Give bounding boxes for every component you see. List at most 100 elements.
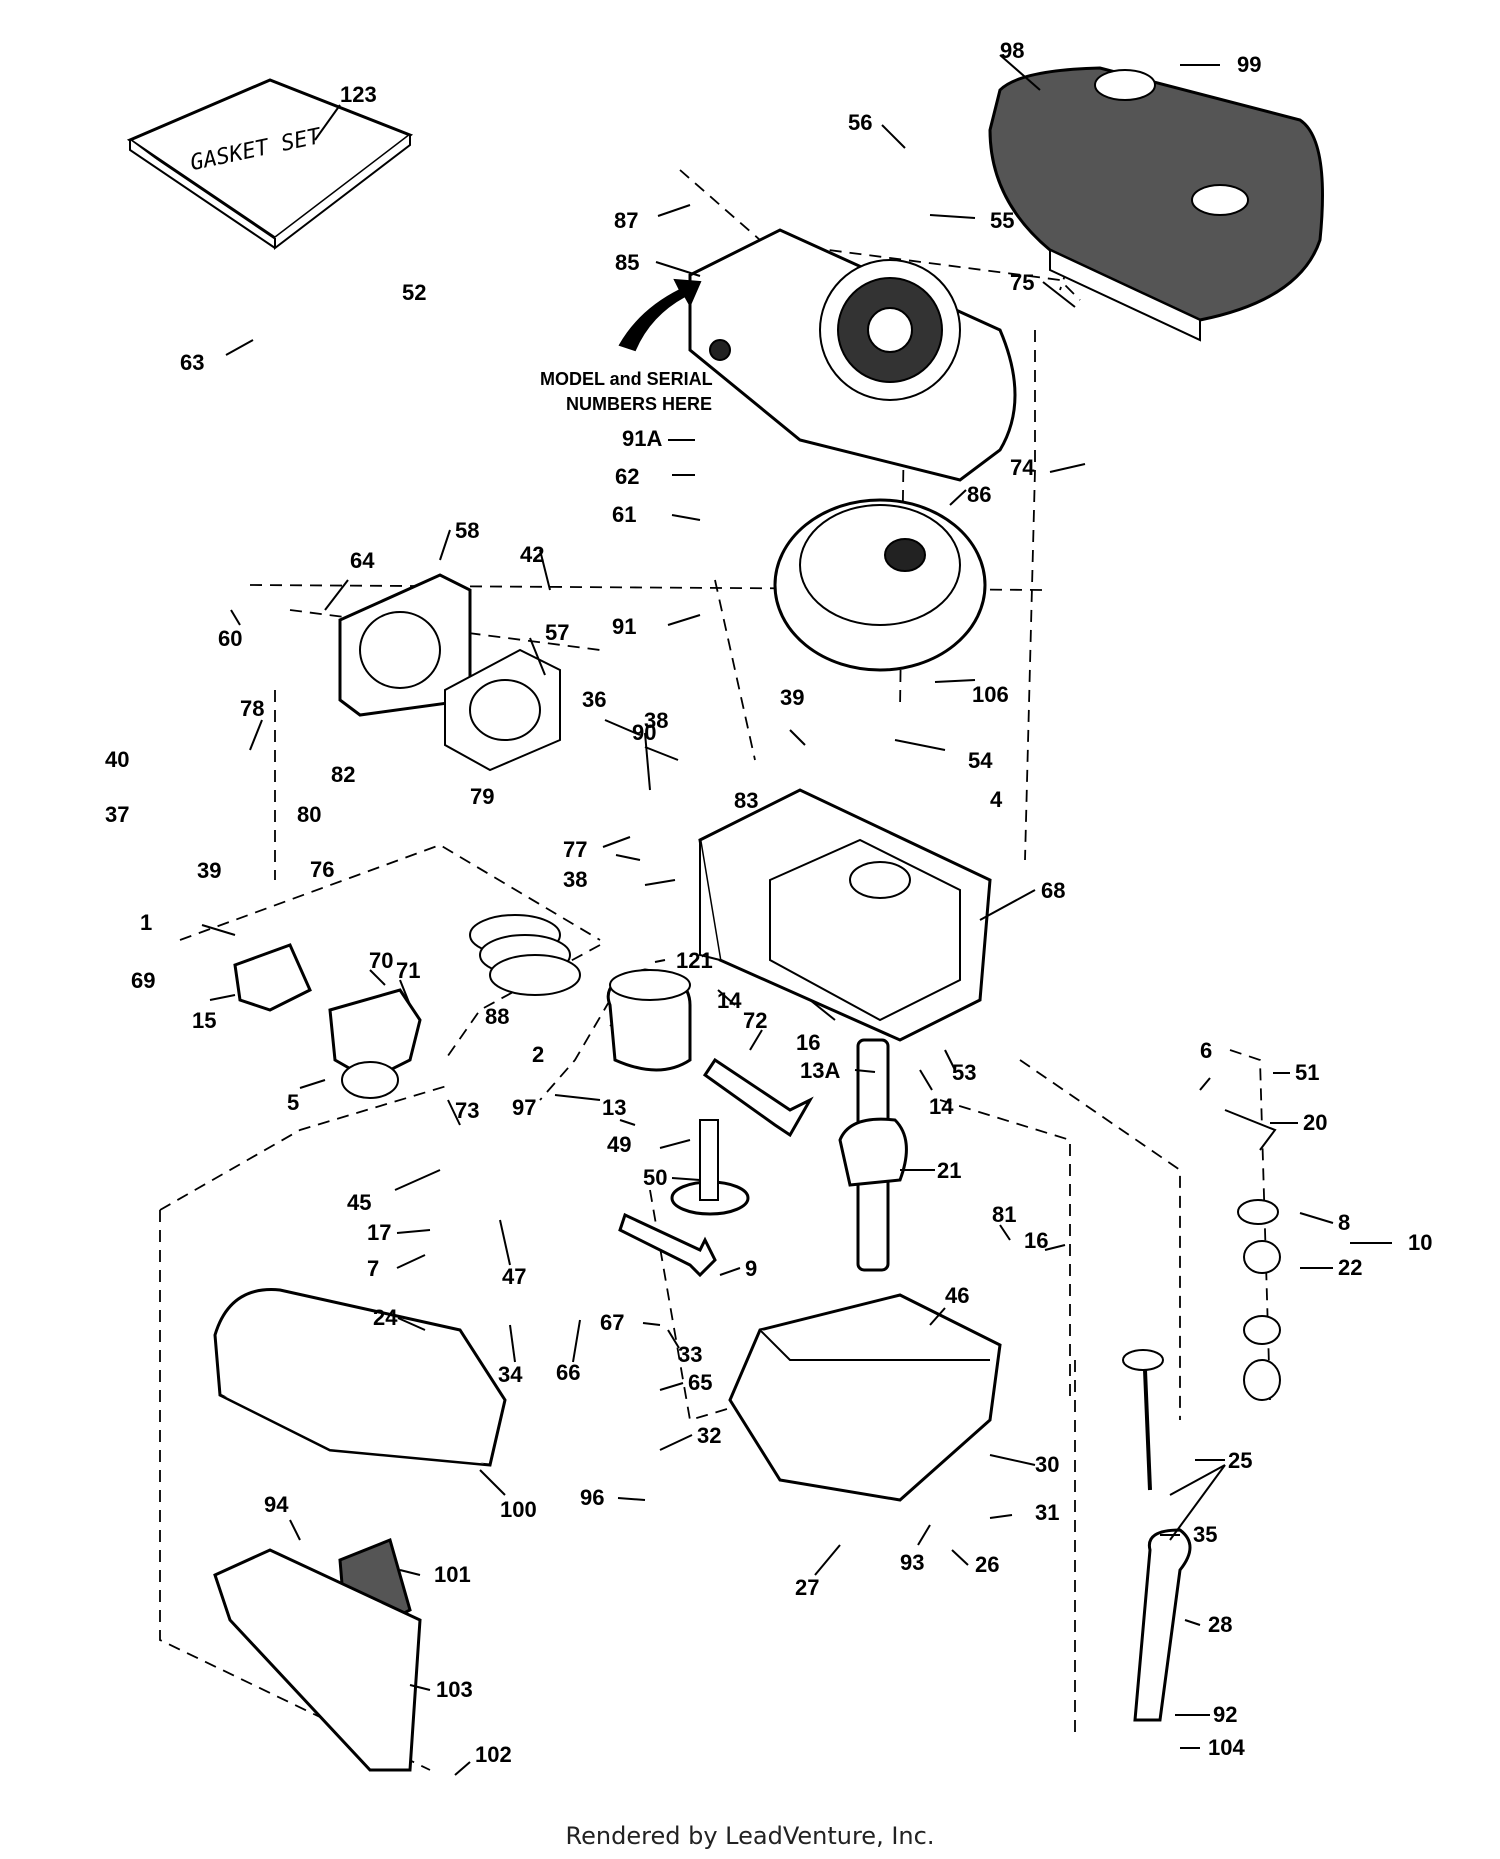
- assembly-guide-lines: [159, 169, 1271, 1771]
- part-label: 74: [1010, 455, 1035, 480]
- part-label: 45: [347, 1190, 371, 1215]
- part-label: 68: [1041, 878, 1065, 903]
- part-label: 86: [967, 482, 991, 507]
- part-label: 36: [582, 687, 606, 712]
- part-label: 75: [1010, 270, 1034, 295]
- part-label: 16: [1024, 1228, 1048, 1253]
- part-label: 20: [1303, 1110, 1327, 1135]
- part-label: 49: [607, 1132, 631, 1157]
- part-label: 103: [436, 1677, 473, 1702]
- part-label: 38: [563, 867, 587, 892]
- part-label: 26: [975, 1552, 999, 1577]
- part-labels: 123 98 99 56 55 87 85 75 52 63 74 91A 62…: [105, 38, 1432, 1767]
- part-label: 15: [192, 1008, 216, 1033]
- part-label: 16: [796, 1030, 820, 1055]
- part-label: 37: [105, 802, 129, 827]
- part-label: 60: [218, 626, 242, 651]
- part-label: 94: [264, 1492, 289, 1517]
- part-label: 91A: [622, 426, 662, 451]
- model-serial-note-line-2: NUMBERS HERE: [566, 394, 712, 414]
- part-label: 71: [396, 958, 420, 983]
- part-label: 56: [848, 110, 872, 135]
- part-label: 70: [369, 948, 393, 973]
- part-label: 13: [602, 1095, 626, 1120]
- part-label: 2: [532, 1042, 544, 1067]
- part-label: 85: [615, 250, 639, 275]
- part-label: 8: [1338, 1210, 1350, 1235]
- part-label: 61: [612, 502, 636, 527]
- part-label: 82: [331, 762, 355, 787]
- part-label: 21: [937, 1158, 961, 1183]
- part-label: 98: [1000, 38, 1024, 63]
- part-label: 57: [545, 620, 569, 645]
- part-label: 93: [900, 1550, 924, 1575]
- part-label: 32: [697, 1423, 721, 1448]
- part-label: 39: [197, 858, 221, 883]
- part-label: 99: [1237, 52, 1261, 77]
- part-label: 77: [563, 837, 587, 862]
- part-label: 106: [972, 682, 1009, 707]
- part-label: 104: [1208, 1735, 1245, 1760]
- part-label: 38: [644, 708, 668, 733]
- part-label: 7: [367, 1256, 379, 1281]
- part-label: 51: [1295, 1060, 1319, 1085]
- part-label: 25: [1228, 1448, 1252, 1473]
- part-label: 92: [1213, 1702, 1237, 1727]
- part-label: 65: [688, 1370, 712, 1395]
- part-label: 1: [140, 910, 152, 935]
- part-label: 63: [180, 350, 204, 375]
- part-label: 90: [632, 720, 656, 745]
- part-label: 22: [1338, 1255, 1362, 1280]
- part-label: 27: [795, 1575, 819, 1600]
- footer-credit: Rendered by LeadVenture, Inc.: [565, 1822, 935, 1850]
- part-label: 55: [990, 208, 1014, 233]
- part-label: 101: [434, 1562, 471, 1587]
- part-label: 80: [297, 802, 321, 827]
- part-label: 30: [1035, 1452, 1059, 1477]
- part-label: 42: [520, 542, 544, 567]
- part-label: 39: [780, 685, 804, 710]
- part-label: 28: [1208, 1612, 1232, 1637]
- part-label: 13A: [800, 1058, 840, 1083]
- callout-lines: [201, 54, 1392, 1776]
- part-label: 83: [734, 788, 758, 813]
- part-label: 78: [240, 696, 264, 721]
- part-label: 87: [614, 208, 638, 233]
- part-label: 9: [745, 1256, 757, 1281]
- part-label: 40: [105, 747, 129, 772]
- part-label: 47: [502, 1264, 526, 1289]
- part-label: 79: [470, 784, 494, 809]
- part-label: 50: [643, 1165, 667, 1190]
- part-label: 31: [1035, 1500, 1059, 1525]
- part-label: 100: [500, 1497, 537, 1522]
- part-label: 53: [952, 1060, 976, 1085]
- part-label: 72: [743, 1008, 767, 1033]
- part-label: 35: [1193, 1522, 1217, 1547]
- part-label: 33: [678, 1342, 702, 1367]
- part-label: 69: [131, 968, 155, 993]
- part-label: 102: [475, 1742, 512, 1767]
- part-label: 64: [350, 548, 375, 573]
- part-label: 88: [485, 1004, 509, 1029]
- part-label: 14: [717, 988, 742, 1013]
- part-label: 17: [367, 1220, 391, 1245]
- part-label: 10: [1408, 1230, 1432, 1255]
- part-label: 81: [992, 1202, 1016, 1227]
- part-label: 6: [1200, 1038, 1212, 1063]
- part-label: 97: [512, 1095, 536, 1120]
- part-label: 5: [287, 1090, 299, 1115]
- part-label: 24: [373, 1305, 398, 1330]
- part-label: 62: [615, 464, 639, 489]
- part-label: 123: [340, 82, 377, 107]
- part-label: 14: [929, 1094, 954, 1119]
- part-label: 66: [556, 1360, 580, 1385]
- part-label: 96: [580, 1485, 604, 1510]
- model-serial-note-line-1: MODEL and SERIAL: [540, 369, 713, 389]
- part-label: 73: [455, 1098, 479, 1123]
- part-label: 54: [968, 748, 993, 773]
- part-label: 52: [402, 280, 426, 305]
- part-label: 46: [945, 1283, 969, 1308]
- part-label: 34: [498, 1362, 523, 1387]
- part-label: 76: [310, 857, 334, 882]
